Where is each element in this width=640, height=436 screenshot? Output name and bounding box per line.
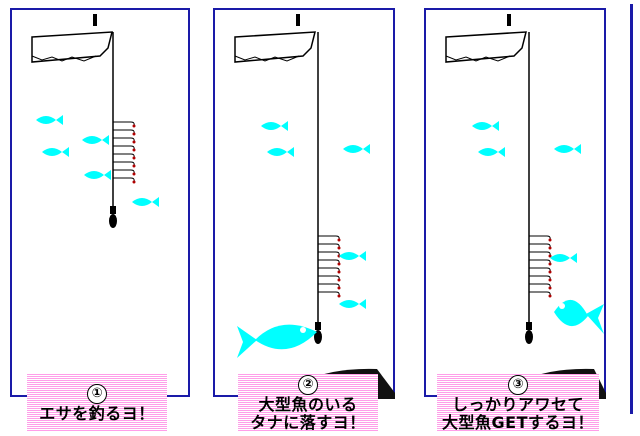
small-fish-icon — [42, 147, 69, 157]
step-number-2: ② — [298, 375, 318, 395]
sinker-icon — [109, 206, 117, 228]
scene-step-2 — [234, 14, 395, 399]
small-fish-icon — [132, 197, 159, 207]
panel-step-2 — [213, 8, 395, 399]
small-fish-icon — [554, 144, 581, 154]
small-fish-icon — [267, 147, 294, 157]
hook-rig — [113, 121, 136, 184]
caption-line: 大型魚のいる — [258, 395, 358, 414]
small-fish-icon — [550, 253, 577, 263]
small-fish-group — [472, 121, 581, 263]
sinker-icon — [525, 322, 533, 344]
caption-line: タナに落すヨ！ — [250, 413, 366, 432]
scene-step-1 — [31, 14, 159, 228]
scene-step-3 — [445, 14, 606, 399]
small-fish-icon — [84, 170, 111, 180]
step-number-1: ① — [87, 384, 107, 404]
sinker-icon — [314, 322, 322, 344]
small-fish-icon — [343, 144, 370, 154]
step-number-3: ③ — [508, 375, 528, 395]
small-fish-icon — [472, 121, 499, 131]
small-fish-icon — [339, 299, 366, 309]
small-fish-group — [261, 121, 370, 309]
caption-line: しっかりアワセて — [451, 395, 584, 414]
panel-step-1 — [10, 8, 190, 397]
small-fish-icon — [261, 121, 288, 131]
small-fish-group — [36, 115, 159, 207]
edge-strip — [630, 4, 633, 414]
big-fish-icon — [554, 299, 604, 334]
fishing-rod-icon — [31, 14, 113, 63]
hook-rig — [318, 235, 341, 298]
big-fish-icon — [237, 324, 317, 358]
fishing-rod-icon — [234, 14, 316, 63]
small-fish-icon — [36, 115, 63, 125]
caption-step-3: ③ しっかりアワセて 大型魚GETするヨ！ — [437, 374, 599, 432]
caption-step-1: ① エサを釣るヨ！ — [27, 374, 167, 432]
fishing-rod-icon — [445, 14, 527, 63]
hook-rig — [529, 235, 552, 298]
small-fish-icon — [339, 251, 366, 261]
caption-line: 大型魚GETするヨ！ — [442, 413, 594, 432]
panel-step-3 — [424, 8, 606, 399]
caption-step-2: ② 大型魚のいる タナに落すヨ！ — [238, 374, 378, 432]
small-fish-icon — [82, 135, 109, 145]
small-fish-icon — [478, 147, 505, 157]
caption-line: エサを釣るヨ！ — [39, 404, 155, 423]
